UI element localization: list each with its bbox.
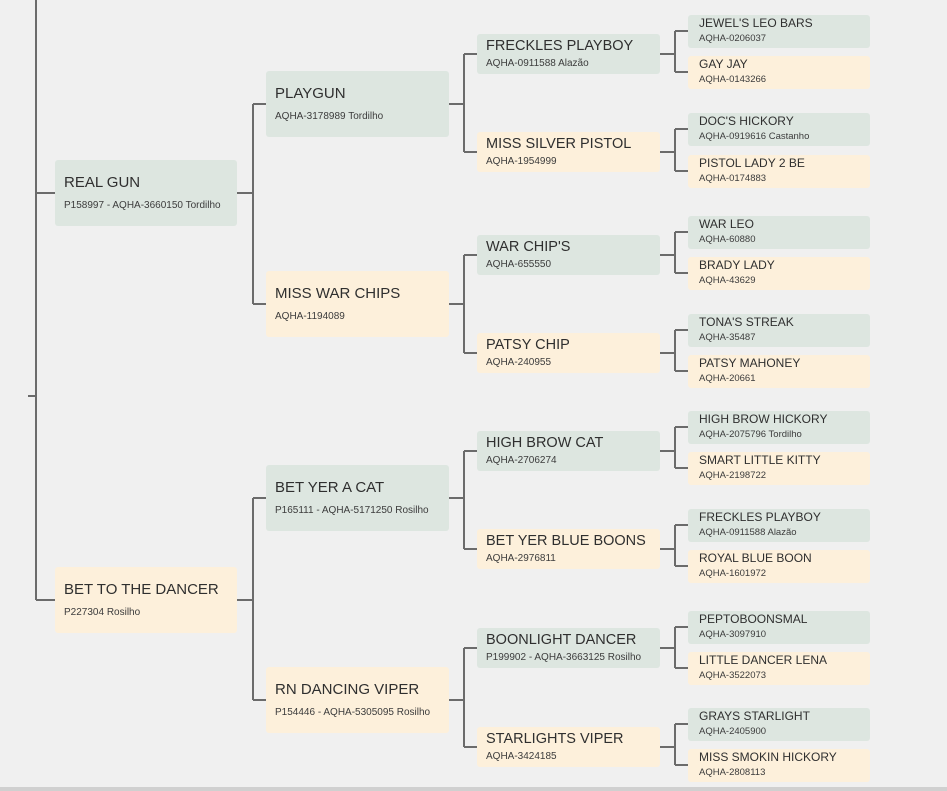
horse-name: GAY JAY — [699, 57, 748, 72]
pedigree-node-dam-ssd[interactable]: MISS SILVER PISTOL AQHA-1954999 — [477, 132, 660, 172]
horse-name: TONA'S STREAK — [699, 315, 794, 330]
horse-registration: AQHA-1601972 — [699, 568, 767, 580]
pedigree-node-sire-dsds[interactable]: FRECKLES PLAYBOY AQHA-0911588 Alazão — [688, 508, 870, 542]
horse-name: BOONLIGHT DANCER — [486, 632, 637, 649]
pedigree-node-dam-sdsd[interactable]: BRADY LADY AQHA-43629 — [688, 256, 870, 290]
horse-name: PEPTOBOONSMAL — [699, 612, 808, 627]
horse-name: STARLIGHTS VIPER — [486, 731, 624, 748]
pedigree-node-sire-ddds[interactable]: GRAYS STARLIGHT AQHA-2405900 — [688, 707, 870, 741]
horse-registration: P227304 Rosilho — [64, 606, 141, 618]
pedigree-node-dam-sddd[interactable]: PATSY MAHONEY AQHA-20661 — [688, 354, 870, 388]
horse-registration: AQHA-2808113 — [699, 767, 766, 779]
horse-registration: AQHA-0911588 Alazão — [486, 57, 589, 69]
horse-registration: AQHA-20661 — [699, 373, 756, 385]
pedigree-node-sire-ssss[interactable]: JEWEL'S LEO BARS AQHA-0206037 — [688, 14, 870, 48]
horse-registration: AQHA-655550 — [486, 258, 552, 270]
pedigree-node-sire-s[interactable]: REAL GUN P158997 - AQHA-3660150 Tordilho — [55, 160, 237, 226]
horse-registration: AQHA-240955 — [486, 356, 552, 368]
pedigree-node-sire-dss[interactable]: HIGH BROW CAT AQHA-2706274 — [477, 431, 660, 471]
horse-name: FRECKLES PLAYBOY — [699, 510, 821, 525]
pedigree-node-dam-dssd[interactable]: SMART LITTLE KITTY AQHA-2198722 — [688, 451, 870, 485]
horse-name: BET YER BLUE BOONS — [486, 533, 646, 550]
pedigree-node-sire-ssds[interactable]: DOC'S HICKORY AQHA-0919616 Castanho — [688, 112, 870, 146]
horse-registration: AQHA-2706274 — [486, 454, 557, 466]
horse-registration: AQHA-3522073 — [699, 670, 767, 682]
horse-name: PISTOL LADY 2 BE — [699, 156, 805, 171]
pedigree-node-sire-sdss[interactable]: WAR LEO AQHA-60880 — [688, 215, 870, 249]
pedigree-node-dam-ddsd[interactable]: LITTLE DANCER LENA AQHA-3522073 — [688, 651, 870, 685]
horse-registration: AQHA-2976811 — [486, 552, 556, 564]
pedigree-node-dam-ssdd[interactable]: PISTOL LADY 2 BE AQHA-0174883 — [688, 154, 870, 188]
pedigree-node-dam-d[interactable]: BET TO THE DANCER P227304 Rosilho — [55, 567, 237, 633]
pedigree-node-sire-ss[interactable]: PLAYGUN AQHA-3178989 Tordilho — [266, 71, 449, 137]
horse-name: WAR LEO — [699, 217, 754, 232]
horse-registration: P199902 - AQHA-3663125 Rosilho — [486, 651, 642, 663]
horse-name: HIGH BROW HICKORY — [699, 412, 828, 427]
pedigree-node-dam-dsdd[interactable]: ROYAL BLUE BOON AQHA-1601972 — [688, 549, 870, 583]
horse-name: MISS SILVER PISTOL — [486, 136, 632, 153]
pedigree-node-dam-ddd[interactable]: STARLIGHTS VIPER AQHA-3424185 — [477, 727, 660, 767]
horse-name: MISS WAR CHIPS — [275, 285, 401, 303]
horse-registration: P165111 - AQHA-5171250 Rosilho — [275, 504, 429, 516]
horse-registration: AQHA-43629 — [699, 275, 756, 287]
pedigree-node-sire-ddss[interactable]: PEPTOBOONSMAL AQHA-3097910 — [688, 610, 870, 644]
pedigree-node-dam-dsd[interactable]: BET YER BLUE BOONS AQHA-2976811 — [477, 529, 660, 569]
pedigree-node-sire-sds[interactable]: WAR CHIP'S AQHA-655550 — [477, 235, 660, 275]
horse-registration: AQHA-1194089 — [275, 310, 345, 322]
horse-name: GRAYS STARLIGHT — [699, 709, 810, 724]
horse-registration: AQHA-60880 — [699, 234, 756, 246]
horse-registration: AQHA-1954999 — [486, 155, 557, 167]
horse-name: DOC'S HICKORY — [699, 114, 794, 129]
horse-name: SMART LITTLE KITTY — [699, 453, 821, 468]
horse-name: RN DANCING VIPER — [275, 681, 420, 699]
pedigree-node-dam-sssd[interactable]: GAY JAY AQHA-0143266 — [688, 55, 870, 89]
horse-registration: AQHA-0143266 — [699, 74, 767, 86]
pedigree-node-sire-sss[interactable]: FRECKLES PLAYBOY AQHA-0911588 Alazão — [477, 34, 660, 74]
horse-name: REAL GUN — [64, 174, 141, 192]
horse-name: ROYAL BLUE BOON — [699, 551, 812, 566]
horse-registration: AQHA-2198722 — [699, 470, 767, 482]
pedigree-node-sire-dsss[interactable]: HIGH BROW HICKORY AQHA-2075796 Tordilho — [688, 410, 870, 444]
horse-registration: AQHA-3424185 — [486, 750, 557, 762]
horse-name: BRADY LADY — [699, 258, 775, 273]
horizontal-scrollbar[interactable] — [0, 787, 947, 791]
pedigree-node-sire-ds[interactable]: BET YER A CAT P165111 - AQHA-5171250 Rosi… — [266, 465, 449, 531]
pedigree-node-dam-sd[interactable]: MISS WAR CHIPS AQHA-1194089 — [266, 271, 449, 337]
horse-registration: P154446 - AQHA-5305095 Rosilho — [275, 706, 431, 718]
horse-name: LITTLE DANCER LENA — [699, 653, 828, 668]
pedigree-node-dam-sdd[interactable]: PATSY CHIP AQHA-240955 — [477, 333, 660, 373]
horse-name: PATSY MAHONEY — [699, 356, 801, 371]
horse-registration: AQHA-35487 — [699, 332, 756, 344]
horse-name: MISS SMOKIN HICKORY — [699, 750, 837, 765]
pedigree-node-sire-dds[interactable]: BOONLIGHT DANCER P199902 - AQHA-3663125 R… — [477, 628, 660, 668]
horse-registration: AQHA-0206037 — [699, 33, 767, 45]
horse-registration: AQHA-2405900 — [699, 726, 767, 738]
horse-name: BET TO THE DANCER — [64, 581, 219, 599]
pedigree-node-sire-sdds[interactable]: TONA'S STREAK AQHA-35487 — [688, 313, 870, 347]
horse-registration: AQHA-0919616 Castanho — [699, 131, 810, 143]
pedigree-node-dam-dd[interactable]: RN DANCING VIPER P154446 - AQHA-5305095 R… — [266, 667, 449, 733]
horse-name: PATSY CHIP — [486, 337, 570, 354]
horse-name: HIGH BROW CAT — [486, 435, 604, 452]
horse-name: BET YER A CAT — [275, 479, 385, 497]
horse-registration: AQHA-3097910 — [699, 629, 767, 641]
horse-registration: AQHA-0174883 — [699, 173, 767, 185]
horse-registration: AQHA-0911588 Alazão — [699, 527, 797, 539]
horse-registration: AQHA-3178989 Tordilho — [275, 110, 384, 122]
horse-registration: AQHA-2075796 Tordilho — [699, 429, 802, 441]
horse-name: PLAYGUN — [275, 85, 346, 103]
horse-name: JEWEL'S LEO BARS — [699, 16, 813, 31]
horse-registration: P158997 - AQHA-3660150 Tordilho — [64, 199, 221, 211]
horse-name: FRECKLES PLAYBOY — [486, 38, 634, 55]
horse-name: WAR CHIP'S — [486, 239, 571, 256]
pedigree-node-dam-dddd[interactable]: MISS SMOKIN HICKORY AQHA-2808113 — [688, 748, 870, 782]
